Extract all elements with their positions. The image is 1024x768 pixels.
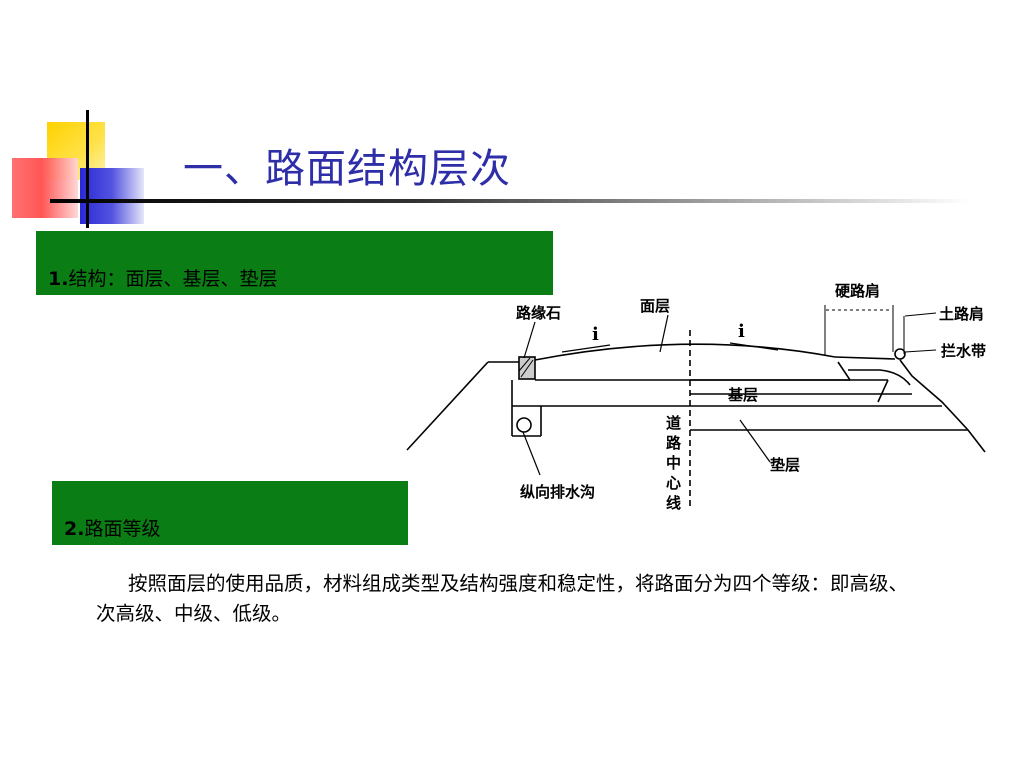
label-hard-shoulder: 硬路肩 — [835, 282, 880, 300]
grade-description: 按照面层的使用品质，材料组成类型及结构强度和稳定性，将路面分为四个等级：即高级、… — [96, 572, 909, 625]
label-centerline-char: 心 — [666, 474, 681, 492]
label-cushion-layer: 垫层 — [770, 456, 800, 474]
section-2-number: 2. — [64, 518, 85, 540]
shoulder-wedge — [837, 361, 911, 403]
left-slope-line — [406, 361, 489, 451]
label-base-layer: 基层 — [727, 386, 758, 404]
label-curb-stone: 路缘石 — [516, 304, 561, 322]
label-water-belt: 拦水带 — [941, 342, 986, 360]
title-underline — [50, 199, 970, 203]
section-2-text: 路面等级 — [84, 518, 161, 540]
section-2-box: 2.路面等级 — [52, 481, 408, 545]
ditch-circle — [516, 417, 532, 433]
section-1-heading: 1.结构：面层、基层、垫层 — [48, 264, 277, 291]
section-1-text: 结构：面层、基层、垫层 — [68, 268, 278, 290]
label-longitudinal-ditch: 纵向排水沟 — [520, 483, 595, 501]
slope-arrow-left — [561, 344, 611, 353]
decor-vertical-line — [86, 110, 89, 228]
label-centerline-char: 路 — [666, 434, 682, 452]
section-2-heading: 2.路面等级 — [64, 514, 160, 541]
right-slope-line — [899, 359, 986, 453]
label-slope-right: i — [738, 321, 745, 342]
slide-title: 一、路面结构层次 — [183, 146, 511, 192]
decor-red-square — [12, 158, 78, 218]
label-centerline-char: 线 — [666, 494, 681, 512]
shoulder-top-line — [834, 356, 896, 360]
surface-layer-curve — [534, 343, 836, 361]
label-slope-left: i — [592, 324, 599, 345]
label-centerline-char: 中 — [666, 454, 681, 472]
section-1-box: 1.结构：面层、基层、垫层 — [36, 231, 553, 295]
section-1-number: 1. — [48, 268, 69, 290]
label-surface-layer: 面层 — [640, 297, 670, 315]
label-centerline-char: 道 — [666, 414, 681, 432]
label-soil-shoulder: 土路肩 — [939, 305, 984, 323]
decor-blue-square — [80, 168, 144, 224]
water-belt-circle — [894, 348, 906, 360]
slope-arrow-right — [729, 342, 779, 351]
